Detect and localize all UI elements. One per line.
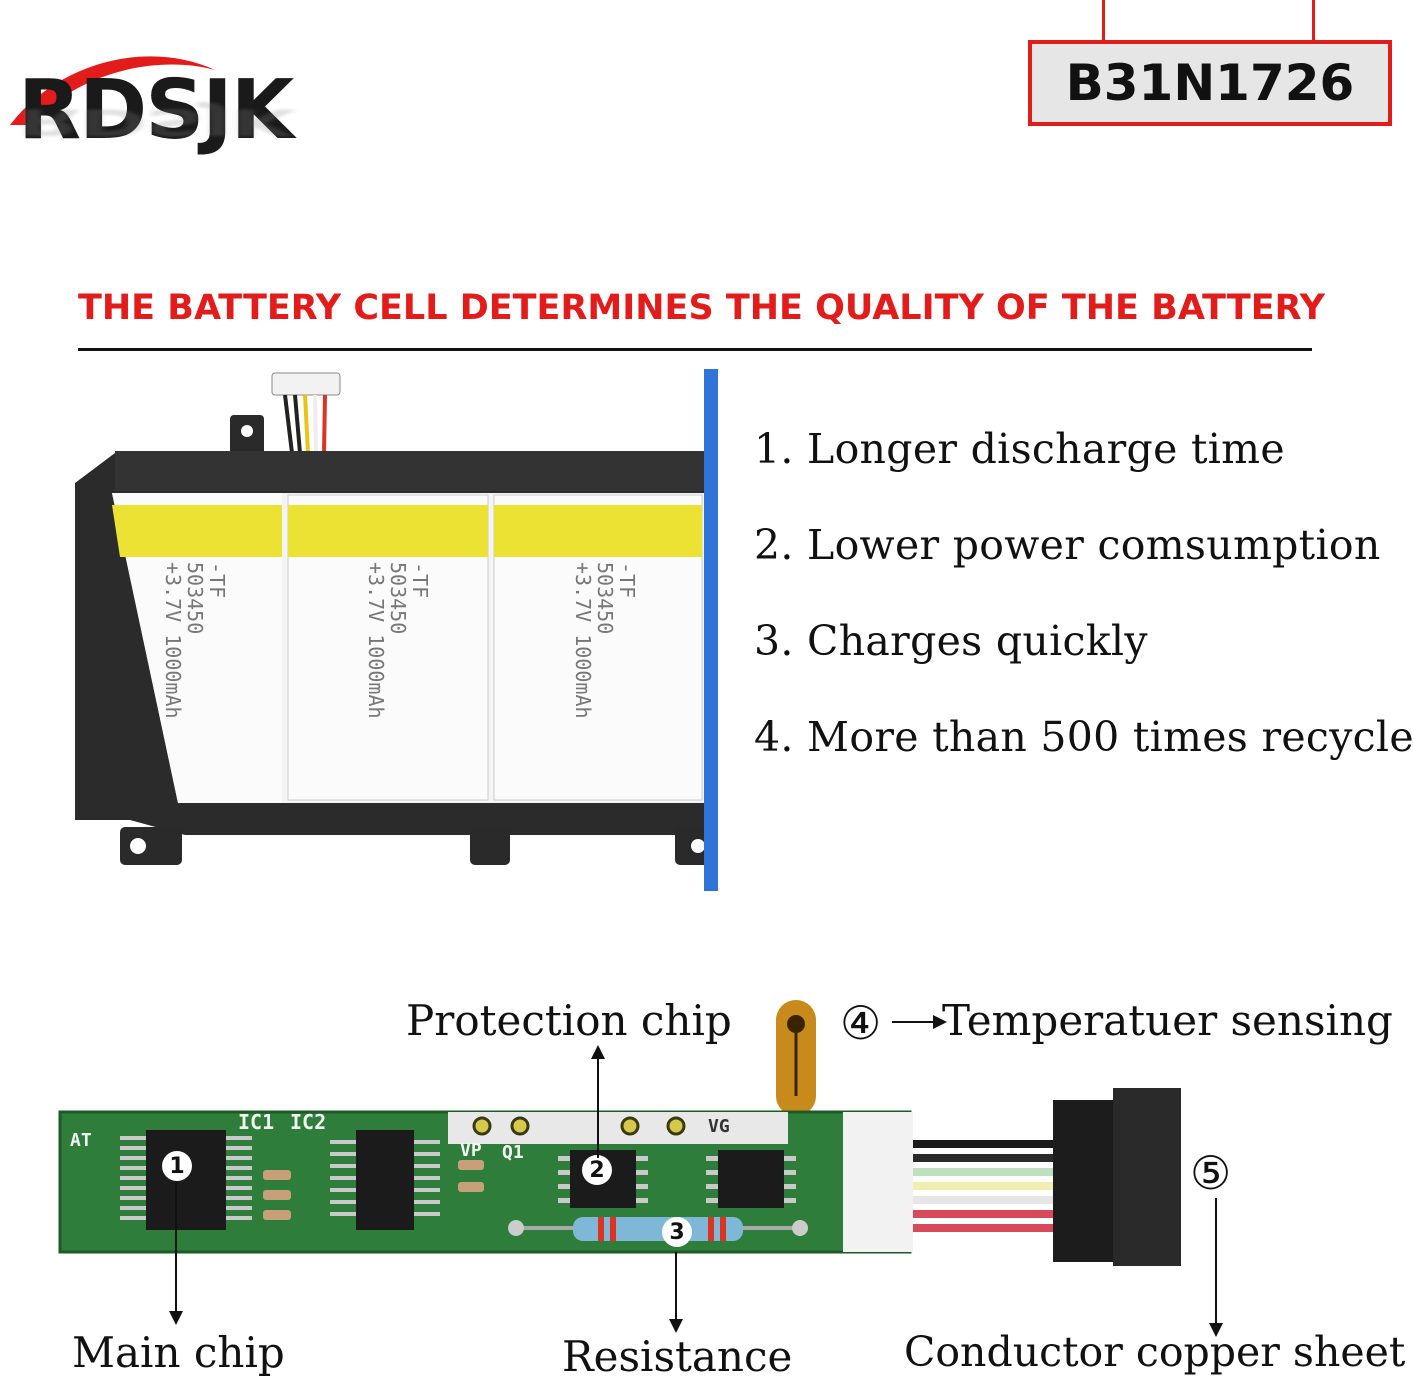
cable-harness-icon — [913, 1088, 1181, 1266]
callout-number-5: ⑤ — [1190, 1146, 1232, 1200]
feature-item: 4. More than 500 times recycle — [754, 713, 1414, 761]
badge-line-left — [1102, 0, 1105, 42]
secondary-chip-icon — [330, 1130, 440, 1230]
section-heading: THE BATTERY CELL DETERMINES THE QUALITY … — [78, 288, 1326, 328]
brand-logo — [0, 30, 410, 210]
temperature-sensor-icon — [776, 1000, 816, 1116]
callout-arrows — [169, 1015, 1223, 1337]
callout-number-3: 3 — [662, 1217, 692, 1247]
callout-number-4: ④ — [840, 996, 882, 1050]
cell-label-top: -TF — [615, 562, 639, 599]
label-main-chip: Main chip — [72, 1328, 285, 1377]
cell-label-spec: +3.7V 1000mAh — [364, 562, 388, 719]
callout-number-2: 2 — [582, 1155, 612, 1185]
resistor-icon — [508, 1217, 808, 1241]
cell-label-spec: +3.7V 1000mAh — [161, 562, 185, 719]
silk-ic2: IC2 — [290, 1110, 327, 1134]
silk-vg: VG — [708, 1116, 730, 1137]
battery-cell-2 — [287, 494, 489, 801]
model-badge: B31N1726 — [1028, 40, 1392, 126]
feature-item: 3. Charges quickly — [754, 617, 1148, 665]
silk-ic1: IC1 — [238, 1110, 275, 1134]
cell-label-top: -TF — [205, 562, 229, 599]
cell-3-label: -TF 503450 +3.7V 1000mAh — [571, 562, 639, 719]
battery-cell-1 — [112, 493, 282, 803]
cell-2-label: -TF 503450 +3.7V 1000mAh — [364, 562, 432, 719]
silk-q1: Q1 — [502, 1142, 524, 1163]
silk-at: AT — [70, 1130, 92, 1151]
logo-text: RDSJK — [18, 63, 294, 158]
cell-label-model: 503450 — [183, 562, 207, 635]
badge-line-right — [1312, 0, 1315, 42]
cell-1-label: -TF 503450 +3.7V 1000mAh — [161, 562, 229, 719]
cell-label-top: -TF — [408, 562, 432, 599]
main-chip-icon — [120, 1130, 252, 1230]
connector-plug-icon — [271, 372, 341, 396]
feature-item: 2. Lower power comsumption — [754, 521, 1381, 569]
silk-vp: VP — [460, 1140, 482, 1161]
label-protection-chip: Protection chip — [406, 996, 732, 1045]
battery-pack-illustration — [75, 369, 718, 891]
logo-swoosh-icon — [10, 56, 215, 125]
cell-label-model: 503450 — [593, 562, 617, 635]
battery-cell-3 — [493, 494, 703, 801]
feature-item: 1. Longer discharge time — [754, 425, 1285, 473]
logo-reflection: RDSJK — [18, 100, 293, 144]
heading-divider — [78, 348, 1312, 351]
pcb-illustration — [58, 1000, 1181, 1266]
cell-label-model: 503450 — [386, 562, 410, 635]
label-resistance: Resistance — [562, 1332, 793, 1381]
label-temperature-sensing: Temperatuer sensing — [942, 996, 1393, 1045]
label-conductor-copper-sheet: Conductor copper sheet — [904, 1328, 1406, 1376]
callout-number-1: 1 — [162, 1151, 192, 1181]
cell-label-spec: +3.7V 1000mAh — [571, 562, 595, 719]
